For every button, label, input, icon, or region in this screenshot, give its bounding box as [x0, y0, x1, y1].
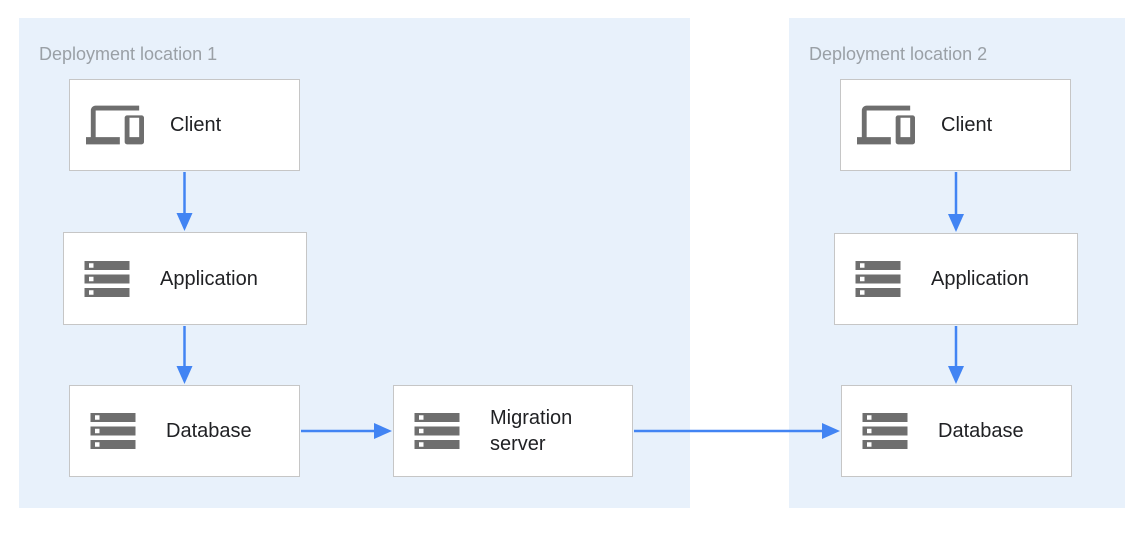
node-application-1: Application — [63, 232, 307, 325]
storage-icon — [410, 404, 464, 458]
node-label: Client — [170, 114, 222, 136]
node-label: Application — [931, 268, 1029, 290]
node-label: Migration server — [490, 407, 573, 455]
region-label-1: Deployment location 1 — [39, 44, 218, 64]
node-application-2: Application — [834, 233, 1078, 325]
node-migration-server: Migration server — [393, 385, 633, 477]
devices-icon — [857, 96, 915, 154]
region-label-2: Deployment location 2 — [809, 44, 988, 64]
node-label: Client — [941, 114, 993, 136]
storage-icon — [86, 404, 140, 458]
node-client-2: Client — [840, 79, 1071, 171]
storage-icon — [851, 252, 905, 306]
devices-icon — [86, 96, 144, 154]
node-client-1: Client — [69, 79, 300, 171]
node-database-1: Database — [69, 385, 300, 477]
node-label: Database — [938, 420, 1024, 442]
storage-icon — [80, 252, 134, 306]
node-database-2: Database — [841, 385, 1072, 477]
node-label: Database — [166, 420, 252, 442]
storage-icon — [858, 404, 912, 458]
node-label: Application — [160, 267, 258, 290]
